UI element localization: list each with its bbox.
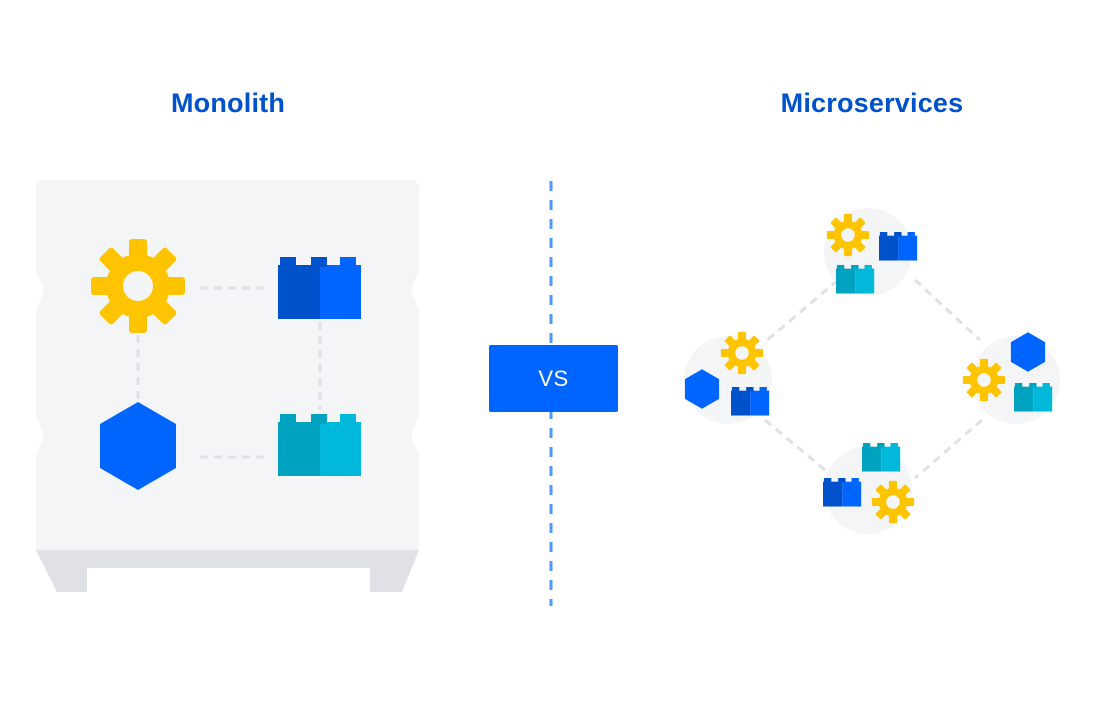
- brick-icon: [836, 265, 875, 294]
- gear-icon: [871, 480, 915, 524]
- brick-icon: [879, 232, 918, 261]
- microservice-connectors: [764, 278, 983, 480]
- microservice-node-left: [684, 331, 772, 424]
- monolith-connectors: [136, 286, 322, 459]
- microservices-title: Microservices: [780, 88, 964, 118]
- vs-label: VS: [538, 365, 569, 391]
- monolith-panel: [36, 180, 419, 552]
- gear-icon: [826, 213, 870, 257]
- monolith-title: Monolith: [170, 88, 286, 118]
- monolith-base: [36, 550, 419, 592]
- brick-icon: [278, 414, 361, 476]
- microservice-node-top: [824, 208, 918, 296]
- brick-icon: [862, 443, 901, 472]
- brick-icon: [278, 257, 361, 319]
- microservice-node-bottom: [823, 443, 915, 534]
- brick-icon: [823, 478, 862, 507]
- monolith-block: [36, 180, 419, 592]
- vs-badge: VS: [489, 345, 618, 412]
- brick-icon: [731, 387, 770, 416]
- microservices-cluster: [684, 208, 1060, 534]
- brick-icon: [1014, 383, 1053, 412]
- gear-icon: [91, 239, 185, 333]
- microservice-node-right: [962, 332, 1060, 424]
- gear-icon: [720, 331, 764, 375]
- gear-icon: [962, 358, 1006, 402]
